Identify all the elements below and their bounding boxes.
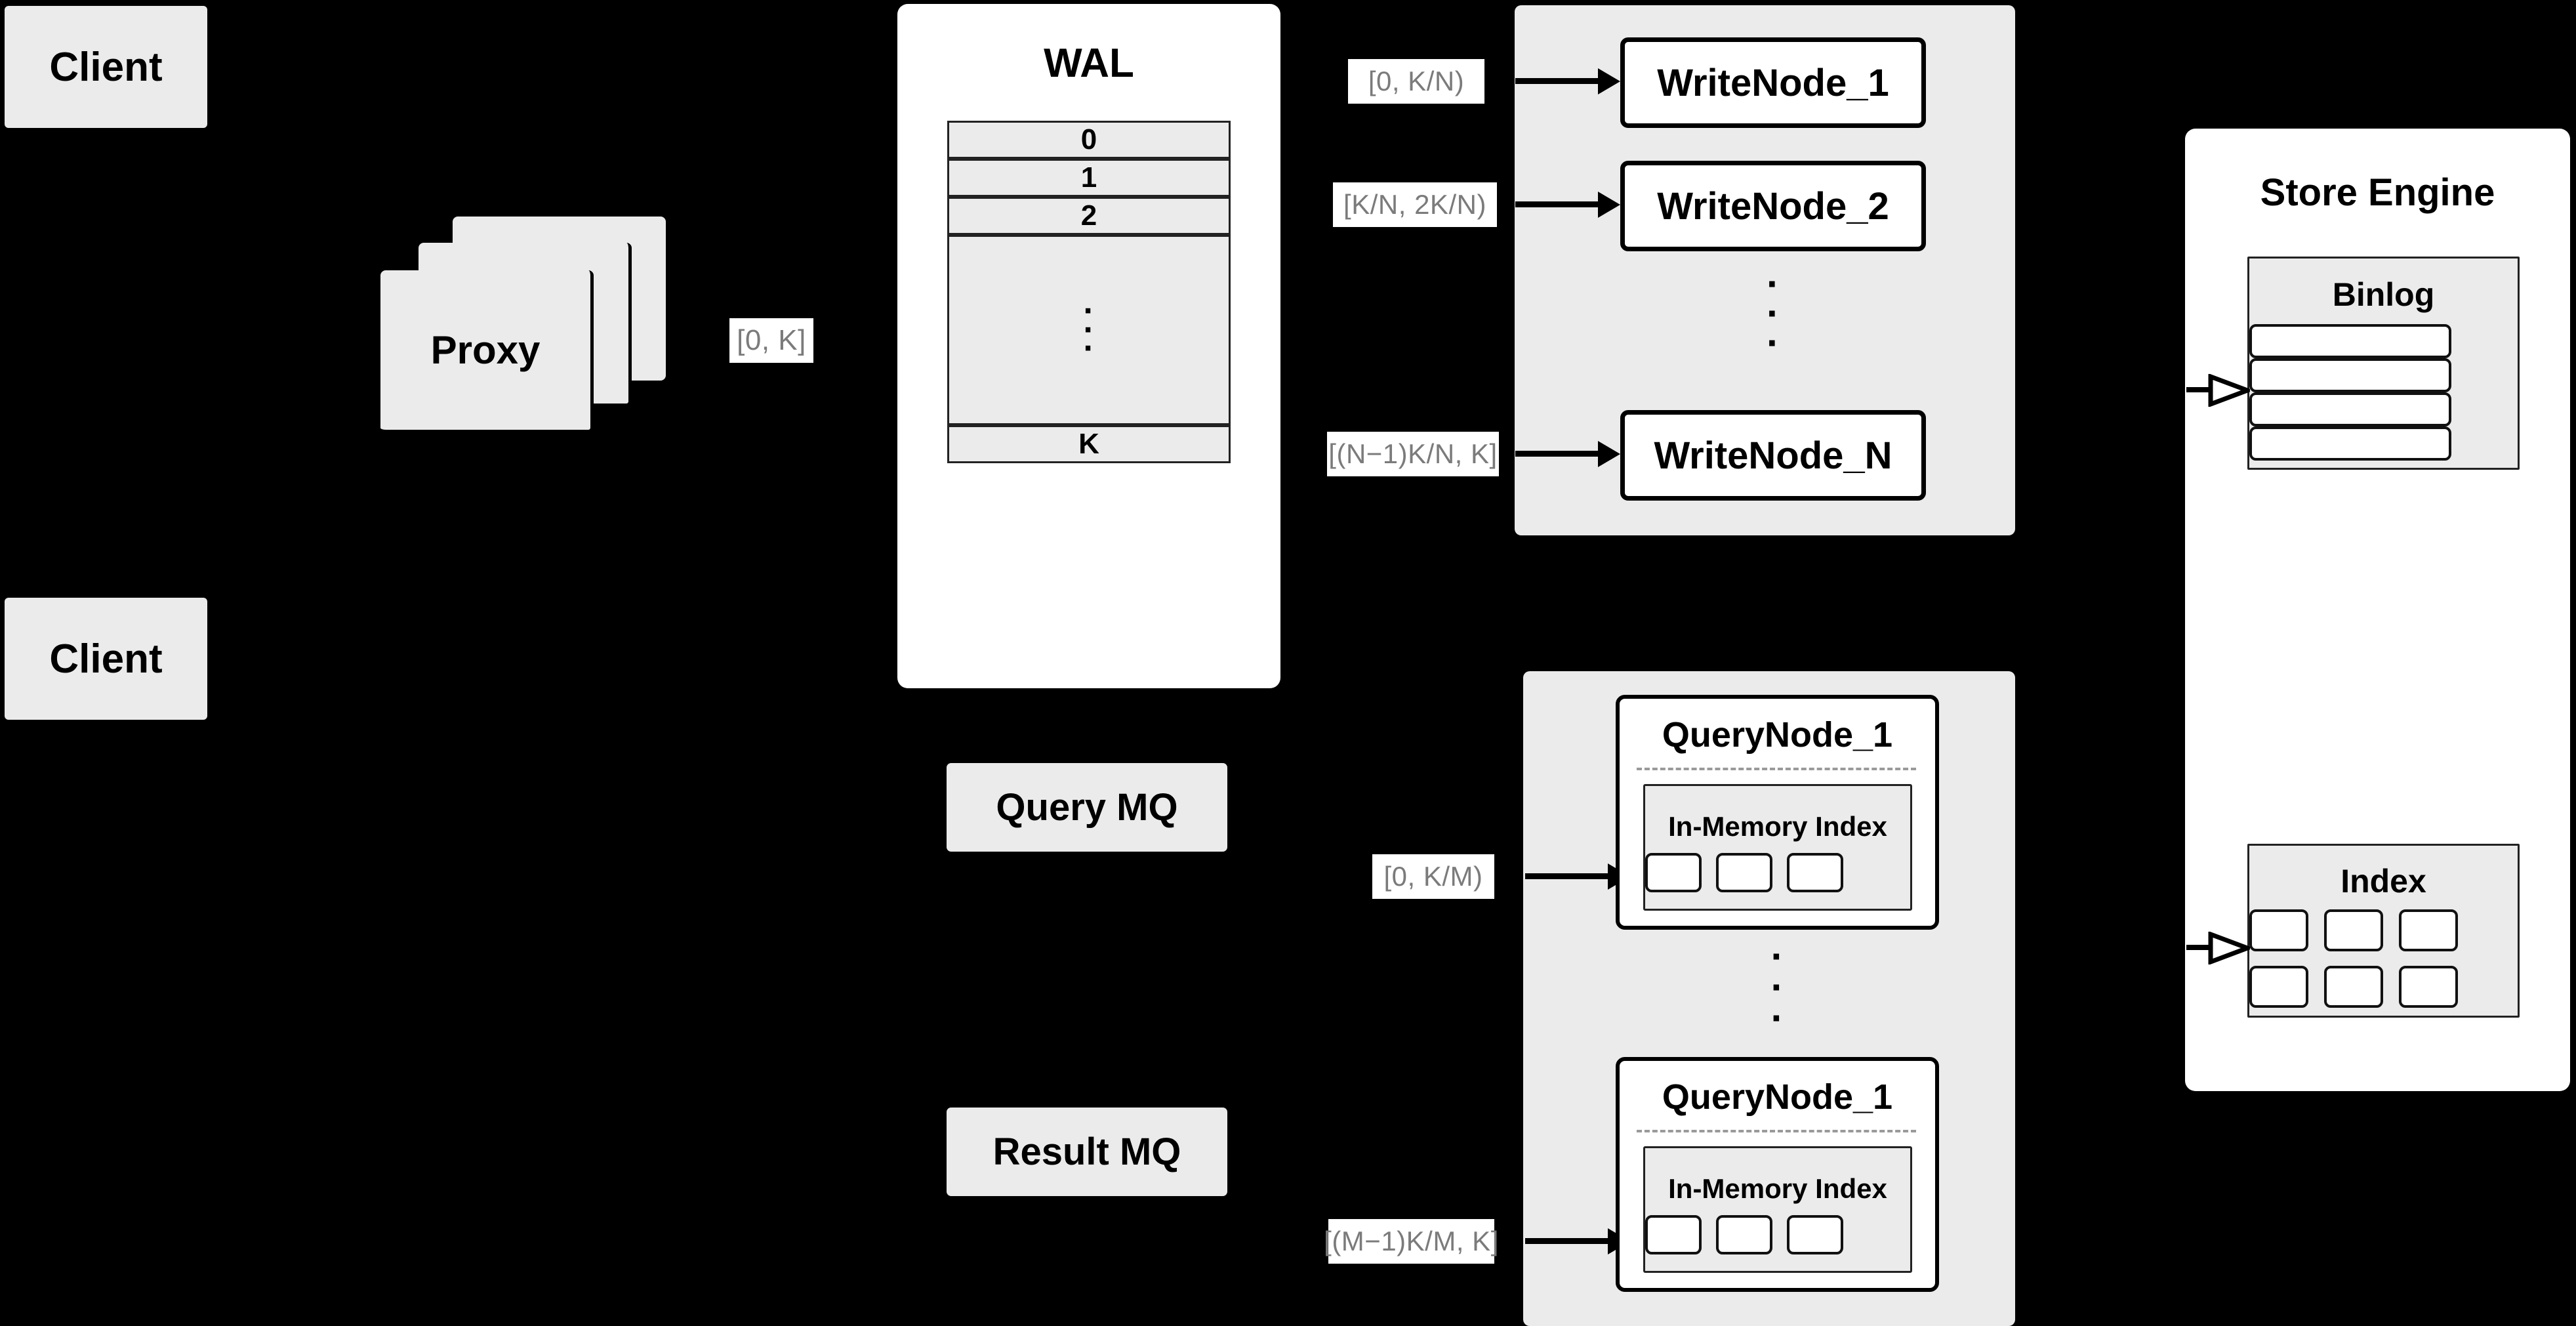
range-tag-write-node-1-text: [0, K/N) — [1368, 66, 1465, 96]
range-tag-write-node-n: [(N−1)K/N, K] — [1327, 432, 1499, 476]
range-tag-write-node-2: [K/N, 2K/N) — [1333, 182, 1497, 227]
wal-row-0[interactable]: 0 — [947, 121, 1231, 159]
index-cell[interactable] — [2249, 909, 2308, 951]
binlog-row[interactable] — [2249, 358, 2451, 392]
query-node-1-label: QueryNode_1 — [1662, 715, 1893, 755]
query-node-1-divider — [1637, 768, 1916, 770]
query-node-1-index-label: In-Memory Index — [1668, 810, 1887, 842]
query-cluster-vertical-ellipsis-icon: ··· — [1770, 934, 1784, 1040]
client-box-1[interactable]: Client — [5, 6, 207, 128]
range-tag-proxy-to-wal: [0, K] — [729, 318, 813, 363]
write-node-n[interactable]: WriteNode_N — [1620, 410, 1926, 501]
arrow-line-to-index — [2186, 945, 2214, 950]
index-cell[interactable] — [2249, 965, 2308, 1008]
result-mq-label: Result MQ — [992, 1130, 1181, 1173]
proxy-label: Proxy — [430, 328, 541, 372]
arrow-line-write-node-n — [1515, 451, 1601, 457]
query-node-1-index-cell[interactable] — [1645, 852, 1702, 892]
binlog-box: Binlog — [2247, 257, 2520, 470]
arrow-line-write-node-2 — [1515, 201, 1601, 207]
index-cell[interactable] — [2399, 909, 2458, 951]
binlog-row[interactable] — [2249, 392, 2451, 426]
query-node-m-inmemory-index: In-Memory Index — [1643, 1146, 1912, 1273]
wal-row-2[interactable]: 2 — [947, 197, 1231, 235]
binlog-title: Binlog — [2332, 276, 2435, 313]
query-node-1-index-cell[interactable] — [1787, 852, 1843, 892]
query-node-1[interactable]: QueryNode_1 In-Memory Index — [1616, 695, 1939, 930]
index-cell[interactable] — [2324, 965, 2383, 1008]
wal-panel: WAL 0 1 2 ··· K — [897, 4, 1280, 688]
query-node-m-label: QueryNode_1 — [1662, 1077, 1893, 1117]
range-tag-query-node-1-text: [0, K/M) — [1383, 861, 1483, 892]
index-box: Index — [2247, 844, 2520, 1018]
query-node-m-divider — [1637, 1130, 1916, 1132]
write-node-n-label: WriteNode_N — [1654, 434, 1892, 477]
range-tag-query-node-m: [(M−1)K/M, K] — [1324, 1219, 1498, 1264]
wal-row-ellipsis: ··· — [947, 235, 1231, 425]
binlog-row[interactable] — [2249, 323, 2451, 358]
index-title: Index — [2341, 862, 2426, 900]
query-node-m-index-cell[interactable] — [1716, 1214, 1772, 1254]
wal-row-1[interactable]: 1 — [947, 159, 1231, 197]
query-node-m[interactable]: QueryNode_1 In-Memory Index — [1616, 1057, 1939, 1292]
wal-row-k[interactable]: K — [947, 425, 1231, 463]
query-node-1-index-cell[interactable] — [1716, 852, 1772, 892]
range-tag-proxy-to-wal-text: [0, K] — [737, 324, 806, 356]
arrow-head-to-index-icon — [2208, 932, 2250, 964]
query-node-m-index-cell[interactable] — [1645, 1214, 1702, 1254]
arrow-line-query-node-1 — [1525, 873, 1610, 879]
client-label-1: Client — [49, 44, 163, 90]
query-node-m-index-cell[interactable] — [1787, 1214, 1843, 1254]
client-box-2[interactable]: Client — [5, 598, 207, 720]
write-node-2-label: WriteNode_2 — [1657, 184, 1889, 228]
write-node-1-label: WriteNode_1 — [1657, 61, 1889, 104]
wal-row-k-label: K — [1078, 428, 1099, 460]
range-tag-query-node-1: [0, K/M) — [1372, 854, 1494, 899]
query-mq-label: Query MQ — [996, 786, 1178, 829]
write-node-2[interactable]: WriteNode_2 — [1620, 161, 1926, 251]
client-label-2: Client — [49, 636, 163, 682]
arrow-line-query-node-m — [1525, 1238, 1610, 1244]
query-node-1-inmemory-index: In-Memory Index — [1643, 784, 1912, 911]
wal-row-2-label: 2 — [1080, 199, 1097, 232]
index-cell[interactable] — [2324, 909, 2383, 951]
write-node-1[interactable]: WriteNode_1 — [1620, 37, 1926, 128]
index-cell[interactable] — [2399, 965, 2458, 1008]
query-mq-box[interactable]: Query MQ — [947, 763, 1227, 852]
binlog-row[interactable] — [2249, 426, 2451, 461]
store-engine-title: Store Engine — [2260, 171, 2495, 214]
wal-vertical-ellipsis-icon: ··· — [1083, 292, 1095, 368]
range-tag-write-node-n-text: [(N−1)K/N, K] — [1328, 438, 1498, 469]
arrow-head-write-node-n — [1598, 441, 1620, 467]
wal-title: WAL — [1044, 41, 1134, 86]
result-mq-box[interactable]: Result MQ — [947, 1108, 1227, 1196]
store-engine-panel: Store Engine Binlog Index — [2185, 129, 2570, 1091]
proxy-card-front[interactable]: Proxy — [380, 270, 594, 433]
arrow-head-write-node-2 — [1598, 192, 1620, 218]
write-cluster-vertical-ellipsis-icon: ··· — [1767, 262, 1780, 365]
arrow-line-write-node-1 — [1515, 78, 1601, 84]
range-tag-write-node-2-text: [K/N, 2K/N) — [1343, 189, 1486, 220]
range-tag-query-node-m-text: [(M−1)K/M, K] — [1324, 1226, 1499, 1256]
arrow-head-to-binlog-icon — [2208, 374, 2250, 407]
arrow-line-to-binlog — [2186, 387, 2214, 392]
arrow-head-write-node-1 — [1598, 68, 1620, 94]
query-node-m-index-label: In-Memory Index — [1668, 1172, 1887, 1204]
wal-row-1-label: 1 — [1080, 161, 1097, 194]
proxy-stack[interactable]: Proxy — [380, 217, 682, 433]
wal-row-0-label: 0 — [1080, 123, 1097, 155]
range-tag-write-node-1: [0, K/N) — [1348, 59, 1484, 104]
